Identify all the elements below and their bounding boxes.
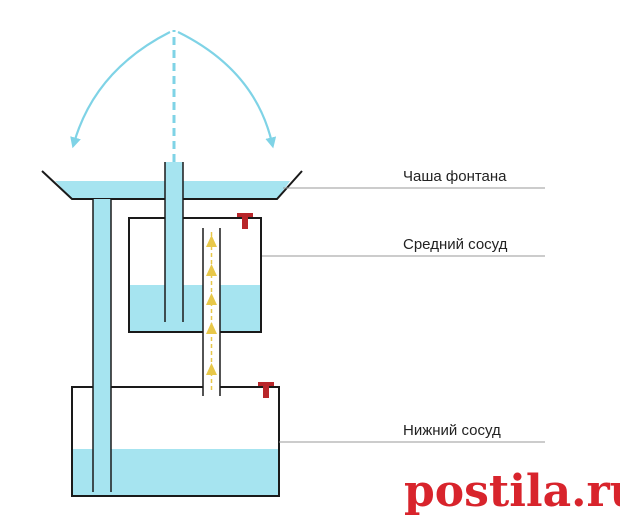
up-arrow-icon [206,363,217,375]
up-arrow-icon [206,235,217,247]
jet-pipe-fill [165,162,183,322]
middle-vessel [128,217,262,333]
valve-icon [258,382,274,398]
up-arrow-icon [206,264,217,276]
up-arrow-icon [206,322,217,334]
label-lower-vessel: Нижний сосуд [403,422,501,439]
fountain-spray [70,30,277,162]
middle-vessel-water [129,285,261,332]
watermark: postila.ru [404,466,620,517]
drain-pipe [92,199,112,492]
middle-vessel-outline [128,217,262,333]
watermark-text: postila.ru [404,466,620,517]
drain-pipe-fill [93,199,111,492]
label-bowl: Чаша фонтана [403,168,507,185]
jet-pipe [164,162,184,322]
valve-icon [237,213,253,229]
spray-arc-right [177,31,277,149]
spray-arc-left [70,31,171,149]
label-middle-vessel: Средний сосуд [403,236,508,253]
air-pipe [202,228,221,396]
up-arrow-icon [206,293,217,305]
